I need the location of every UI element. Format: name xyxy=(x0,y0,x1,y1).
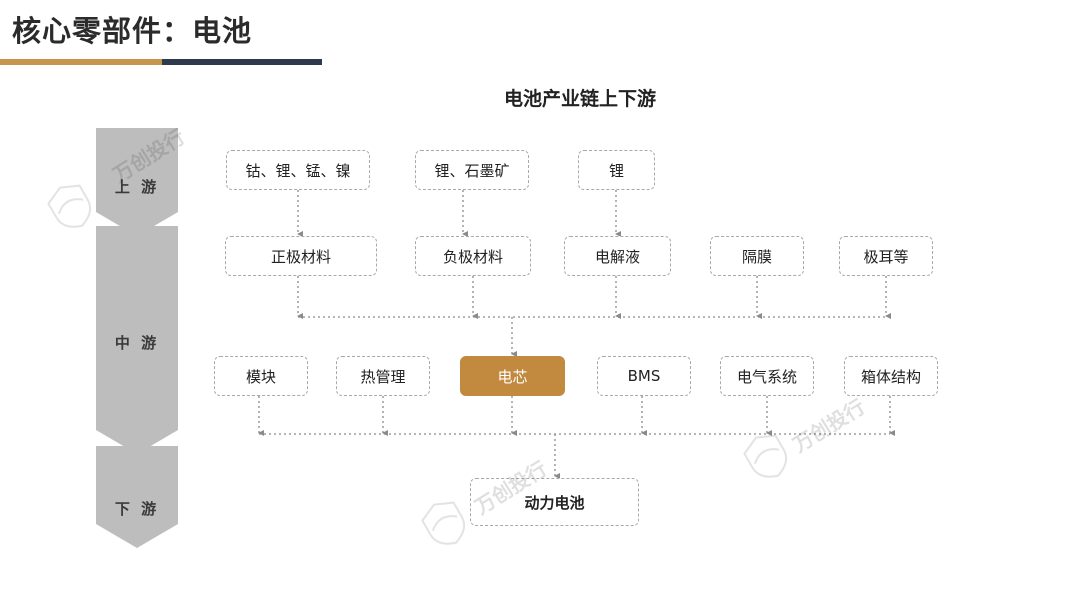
node-upstream-lithium: 锂 xyxy=(578,150,655,190)
stage-label-downstream: 下 游 xyxy=(114,500,160,518)
stage-label-midstream: 中 游 xyxy=(114,334,160,352)
node-power-battery: 动力电池 xyxy=(470,478,639,526)
node-tabs-etc: 极耳等 xyxy=(839,236,933,276)
node-enclosure-structure: 箱体结构 xyxy=(844,356,938,396)
node-anode-material: 负极材料 xyxy=(415,236,531,276)
page-title: 核心零部件：电池 xyxy=(12,14,253,48)
watermark-logo-icon xyxy=(421,501,466,545)
node-cathode-material: 正极材料 xyxy=(225,236,377,276)
stage-label-upstream: 上 游 xyxy=(114,178,160,196)
watermark-logo-icon xyxy=(743,434,788,478)
title-underline-navy xyxy=(162,59,322,65)
watermark-logo-icon xyxy=(47,184,92,228)
node-upstream-cobalt-lithium-manganese-nickel: 钴、锂、锰、镍 xyxy=(226,150,370,190)
node-bms: BMS xyxy=(597,356,691,396)
node-battery-cell: 电芯 xyxy=(460,356,565,396)
node-separator: 隔膜 xyxy=(710,236,804,276)
chevron-downstream xyxy=(96,446,178,548)
node-upstream-lithium-graphite: 锂、石墨矿 xyxy=(415,150,529,190)
node-module: 模块 xyxy=(214,356,308,396)
node-electrical-system: 电气系统 xyxy=(720,356,814,396)
node-electrolyte: 电解液 xyxy=(564,236,671,276)
chevron-upstream xyxy=(96,128,178,236)
node-thermal-management: 热管理 xyxy=(336,356,430,396)
chevron-midstream xyxy=(96,226,178,454)
diagram-title: 电池产业链上下游 xyxy=(503,88,656,110)
title-underline-gold xyxy=(0,59,162,65)
